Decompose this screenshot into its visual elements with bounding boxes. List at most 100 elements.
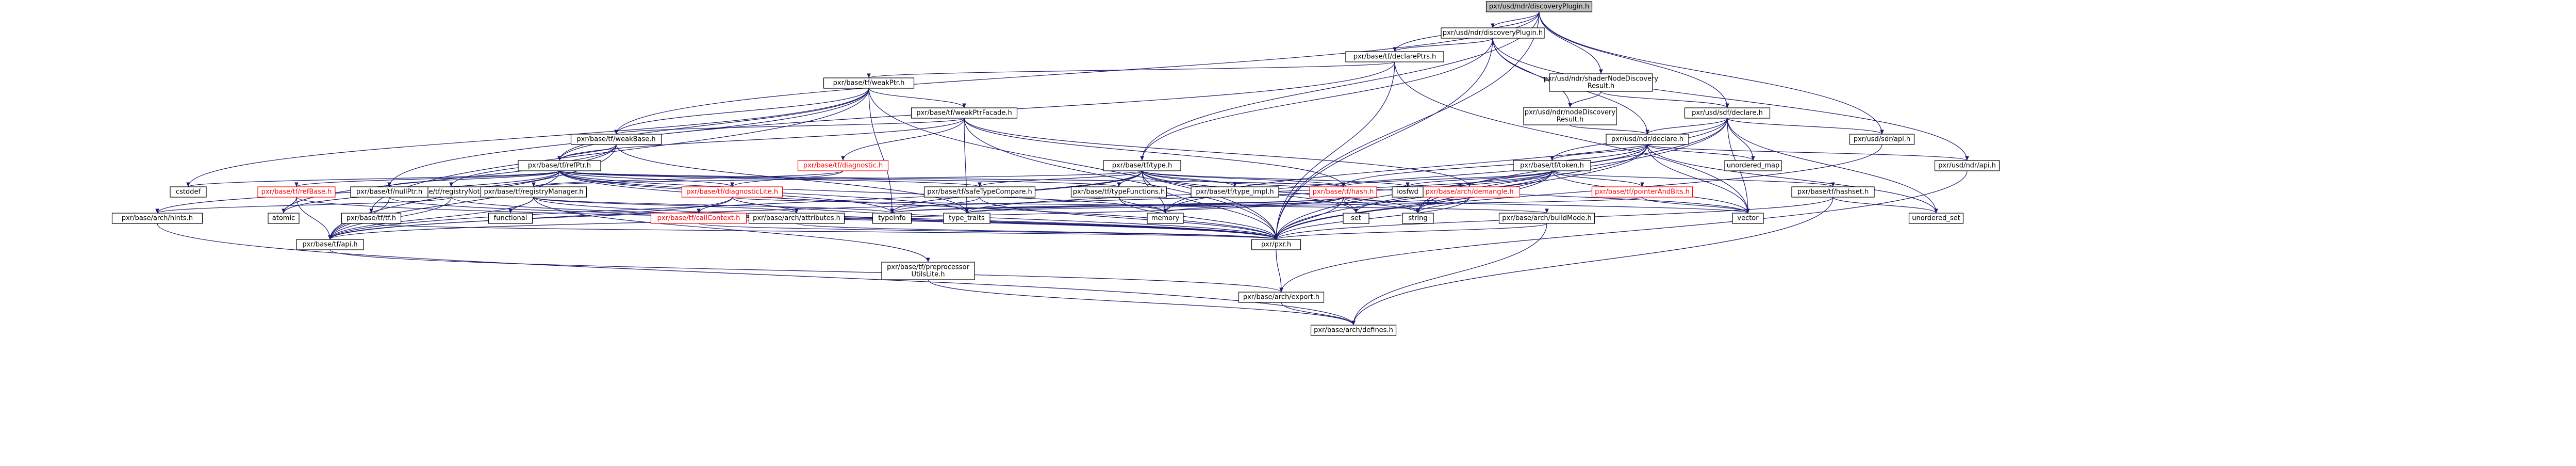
- node-iosfwd[interactable]: iosfwd: [1392, 186, 1424, 198]
- node-tfApi[interactable]: pxr/base/tf/api.h: [296, 239, 364, 250]
- node-weakBase[interactable]: pxr/base/tf/weakBase.h: [570, 134, 662, 145]
- node-typeFunctions[interactable]: pxr/base/tf/typeFunctions.h: [1070, 186, 1167, 198]
- node-atomic[interactable]: atomic: [268, 213, 300, 224]
- node-tfH[interactable]: pxr/base/tf/tf.h: [341, 213, 402, 224]
- node-label: pxr/base/tf/pointerAndBits.h: [1595, 188, 1690, 196]
- node-nullPtr[interactable]: pxr/base/tf/nullPtr.h: [350, 186, 428, 198]
- node-label: pxr/base/tf/typeFunctions.h: [1073, 188, 1165, 196]
- node-sdrApi[interactable]: pxr/usd/sdr/api.h: [1849, 134, 1915, 145]
- edge-weakPtr-to-pxr: [868, 88, 1278, 240]
- edge-archExport-to-archDefines: [1281, 302, 1356, 326]
- edge-buildMode-to-archDefines: [1351, 223, 1547, 326]
- edge-declarePtrs-to-vector: [1394, 61, 1750, 214]
- node-archHints[interactable]: pxr/base/arch/hints.h: [111, 213, 203, 224]
- edge-diagnosticLite-to-callContext: [697, 197, 733, 214]
- node-buildMode[interactable]: pxr/base/arch/buildMode.h: [1498, 213, 1595, 224]
- node-label: vector: [1737, 215, 1759, 222]
- node-pxr[interactable]: pxr/pxr.h: [1251, 239, 1301, 250]
- node-memory[interactable]: memory: [1147, 213, 1184, 224]
- node-box: [650, 213, 747, 224]
- node-box: [1498, 213, 1595, 224]
- edge-refPtr-to-diagnosticLite: [559, 170, 734, 187]
- node-declarePtrs[interactable]: pxr/base/tf/declarePtrs.h: [1345, 51, 1444, 62]
- edge-tfToken-to-tfHash: [1341, 170, 1553, 187]
- edge-weakPtr-to-weakBase: [614, 88, 869, 135]
- edge-preprocessorUtilsLite-to-archDefines: [928, 279, 1356, 326]
- edge-tfToken-to-hashset: [1551, 170, 1835, 187]
- edge-weakPtrFacade-to-weakBase: [614, 118, 965, 135]
- node-typeinfo[interactable]: typeinfo: [872, 213, 912, 224]
- edge-safeTypeCompare-to-pxr: [979, 197, 1278, 240]
- node-tfType[interactable]: pxr/base/tf/type.h: [1103, 160, 1181, 171]
- edge-registryNotifier-to-pxr: [451, 197, 1278, 240]
- node-box: [488, 213, 533, 224]
- edge-tfHash-to-typeTraits: [965, 197, 1344, 214]
- node-label: pxr/base/arch/demangle.h: [1425, 188, 1513, 196]
- node-sdfDeclare[interactable]: pxr/usd/sdf/declare.h: [1684, 107, 1771, 119]
- node-box: [1591, 186, 1693, 198]
- node-archExport[interactable]: pxr/base/arch/export.h: [1238, 292, 1325, 303]
- edge-usd_ndr_discoveryPlugin-to-declarePtrs: [1393, 38, 1493, 52]
- node-typeImpl[interactable]: pxr/base/tf/type_impl.h: [1191, 186, 1279, 198]
- edge-buildMode-to-pxr: [1274, 223, 1547, 240]
- node-box: [1606, 134, 1689, 145]
- node-tfHash[interactable]: pxr/base/tf/hash.h: [1309, 186, 1377, 198]
- node-diagnosticLite[interactable]: pxr/base/tf/diagnosticLite.h: [681, 186, 783, 198]
- edge-weakPtr-to-typeinfo: [868, 88, 894, 214]
- node-hashset[interactable]: pxr/base/tf/hashset.h: [1791, 186, 1875, 198]
- node-vector[interactable]: vector: [1732, 213, 1764, 224]
- edge-weakPtr-to-cstddef: [186, 88, 869, 187]
- edge-tfType-to-registryManager: [532, 170, 1143, 187]
- node-safeTypeCompare[interactable]: pxr/base/tf/safeTypeCompare.h: [923, 186, 1036, 198]
- node-box: [1147, 213, 1184, 224]
- node-tfToken[interactable]: pxr/base/tf/token.h: [1513, 160, 1591, 171]
- edge-tfType-to-safeTypeCompare: [978, 170, 1143, 187]
- node-box: [1251, 239, 1301, 250]
- node-box: [341, 213, 402, 224]
- node-cstddef[interactable]: cstddef: [170, 186, 207, 198]
- node-ndrApi[interactable]: pxr/usd/ndr/api.h: [1934, 160, 2000, 171]
- node-set[interactable]: set: [1343, 213, 1369, 224]
- edge-refBase-to-atomic: [282, 197, 297, 214]
- node-unorderedSet[interactable]: unordered_set: [1908, 213, 1964, 224]
- node-label: type_traits: [949, 215, 985, 222]
- node-weakPtr[interactable]: pxr/base/tf/weakPtr.h: [823, 77, 915, 89]
- node-refPtr[interactable]: pxr/base/tf/refPtr.h: [518, 160, 601, 171]
- node-box: [748, 213, 845, 224]
- node-archAttributes[interactable]: pxr/base/arch/attributes.h: [748, 213, 845, 224]
- node-callContext[interactable]: pxr/base/tf/callContext.h: [650, 213, 747, 224]
- node-box: [943, 213, 990, 224]
- node-label: set: [1351, 215, 1361, 222]
- node-label: pxr/usd/ndr/api.h: [1938, 162, 1996, 170]
- node-refBase[interactable]: pxr/base/tf/refBase.h: [257, 186, 336, 198]
- node-root[interactable]: pxr/usd/ndr/discoveryPlugin.h: [1485, 1, 1593, 12]
- node-functional[interactable]: functional: [488, 213, 533, 224]
- node-archDemangle[interactable]: pxr/base/arch/demangle.h: [1418, 186, 1521, 198]
- node-label: pxr/usd/ndr/discoveryPlugin.h: [1489, 3, 1589, 11]
- node-unorderedMap[interactable]: unordered_map: [1724, 160, 1782, 171]
- node-string[interactable]: string: [1402, 213, 1434, 224]
- node-ndrDeclare[interactable]: pxr/usd/ndr/declare.h: [1606, 134, 1689, 145]
- node-label: pxr/base/tf/weakPtr.h: [833, 79, 905, 87]
- edge-registryNotifier-to-archHints: [155, 197, 452, 214]
- node-typeTraits[interactable]: type_traits: [943, 213, 990, 224]
- node-weakPtrFacade[interactable]: pxr/base/tf/weakPtrFacade.h: [911, 107, 1018, 119]
- node-label: pxr/base/tf/weakBase.h: [576, 136, 655, 143]
- node-box: [1908, 213, 1964, 224]
- node-box: [1310, 325, 1397, 336]
- node-label: pxr/usd/sdf/declare.h: [1692, 109, 1763, 117]
- node-diagnostic[interactable]: pxr/base/tf/diagnostic.h: [797, 160, 889, 171]
- node-registryManager[interactable]: pxr/base/tf/registryManager.h: [480, 186, 587, 198]
- edge-sdfDeclare-to-unorderedMap: [1727, 118, 1755, 161]
- node-label: pxr/base/tf/type_impl.h: [1196, 188, 1274, 196]
- header-nodes: pxr/usd/ndr/discoveryPlugin.h pxr/usd/ndr…: [111, 1, 2000, 336]
- edge-pointerAndBits-to-typeTraits: [965, 197, 1643, 214]
- node-usd_ndr_discoveryPlugin[interactable]: pxr/usd/ndr/discoveryPlugin.h: [1441, 27, 1545, 39]
- edge-root-to-shaderNodeDiscoveryResult: [1539, 11, 1603, 74]
- node-archDefines[interactable]: pxr/base/arch/defines.h: [1310, 325, 1397, 336]
- node-box: [823, 77, 915, 89]
- node-pointerAndBits[interactable]: pxr/base/tf/pointerAndBits.h: [1591, 186, 1693, 198]
